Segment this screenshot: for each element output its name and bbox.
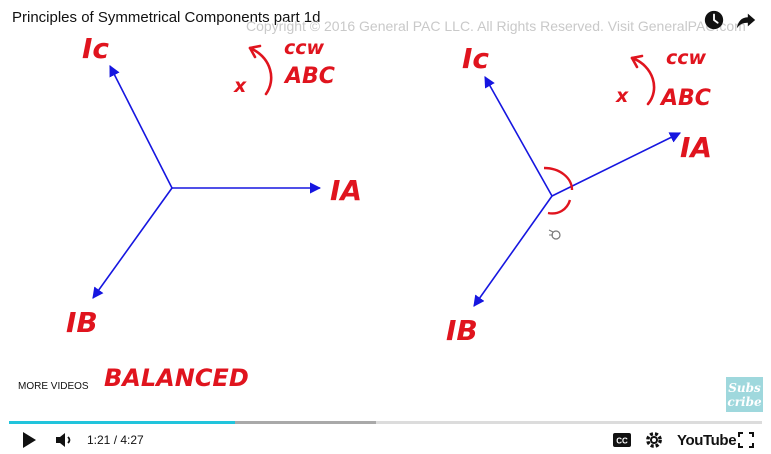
- more-videos-link[interactable]: MORE VIDEOS: [18, 381, 89, 392]
- label-ccw: ccw: [284, 37, 325, 59]
- video-title[interactable]: Principles of Symmetrical Components par…: [12, 9, 321, 26]
- subscribe-line2: cribe: [727, 394, 762, 409]
- label-ib: IB: [446, 314, 478, 347]
- time-display: 1:21 / 4:27: [87, 433, 144, 447]
- label-abc: ABC: [659, 86, 711, 111]
- duration: 4:27: [120, 433, 144, 447]
- volume-icon[interactable]: [54, 430, 74, 450]
- share-icon[interactable]: [735, 9, 757, 31]
- angle-arc-upper: [543, 166, 574, 191]
- phasor-ib-arrow: [473, 195, 553, 307]
- label-ccw: ccw: [666, 47, 707, 69]
- rotation-arc-arrow: [630, 54, 656, 106]
- youtube-logo[interactable]: YouTube: [677, 432, 737, 449]
- phasor-ic-arrow: [484, 76, 553, 197]
- subscribe-button[interactable]: Subs cribe: [726, 377, 763, 412]
- label-ic: Ic: [82, 32, 109, 65]
- label-abc: ABC: [283, 64, 335, 89]
- right-phasor-diagram: Ic IA IB ccw x ABC: [446, 42, 712, 347]
- label-ib: IB: [66, 306, 98, 339]
- control-bar: 1:21 / 4:27 CC YouTube: [0, 428, 771, 454]
- fullscreen-icon[interactable]: [738, 432, 754, 448]
- label-balanced: BALANCED: [104, 364, 249, 392]
- label-x: x: [615, 85, 629, 107]
- phasor-ic-arrow: [109, 65, 173, 189]
- cursor-icon: [548, 229, 561, 240]
- rotation-arc-arrow: [248, 44, 273, 96]
- current-time: 1:21: [87, 433, 111, 447]
- svg-text:CC: CC: [616, 437, 628, 446]
- label-ic: Ic: [462, 42, 489, 75]
- time-separator: /: [110, 433, 121, 447]
- left-phasor-diagram: Ic IA IB ccw x ABC BALANCED: [66, 32, 362, 392]
- label-ia: IA: [680, 131, 712, 164]
- copyright-watermark: Copyright © 2016 General PAC LLC. All Ri…: [246, 18, 746, 34]
- subscribe-line1: Subs: [728, 380, 761, 395]
- captions-icon[interactable]: CC: [612, 432, 632, 448]
- angle-arc-lower: [547, 199, 572, 215]
- clock-icon[interactable]: [703, 9, 725, 31]
- label-x: x: [233, 75, 247, 97]
- play-icon[interactable]: [20, 430, 38, 450]
- whiteboard-canvas: Ic IA IB ccw x ABC BALANCED Ic IA: [66, 32, 712, 392]
- label-ia: IA: [330, 174, 362, 207]
- phasor-ia-arrow: [551, 132, 682, 197]
- phasor-ib-arrow: [92, 187, 173, 299]
- progress-bar[interactable]: [9, 421, 762, 424]
- settings-icon[interactable]: [645, 431, 663, 449]
- top-actions: [703, 9, 757, 31]
- progress-played: [9, 421, 235, 424]
